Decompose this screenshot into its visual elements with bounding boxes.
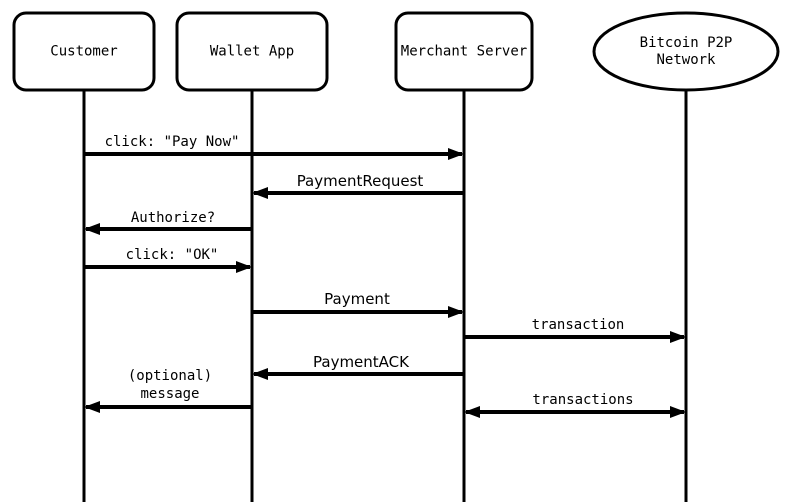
participant-label-customer: Customer xyxy=(50,44,117,60)
message-label: transactions xyxy=(532,392,633,408)
message-label: Payment xyxy=(324,290,390,308)
messages-layer: click: "Pay Now" PaymentRequestAuthorize?… xyxy=(84,134,686,418)
participant-label-bitcoin-p2p-network: Network xyxy=(656,52,716,68)
participant-box-customer xyxy=(12,11,156,92)
message-label: message xyxy=(140,386,199,402)
participant-label-merchant-server: Merchant Server xyxy=(401,44,527,60)
arrow-head-right-icon xyxy=(670,406,686,418)
message-msg-transactions[interactable]: transactions xyxy=(464,392,686,418)
message-msg-transaction[interactable]: transaction xyxy=(464,317,686,343)
arrow-head-right-icon xyxy=(448,148,464,160)
participant-wallet-app[interactable]: Wallet App xyxy=(175,11,329,92)
message-label: PaymentACK xyxy=(313,353,410,371)
arrow-head-right-icon xyxy=(670,331,686,343)
participant-box-merchant-server xyxy=(394,11,534,92)
participant-customer[interactable]: Customer xyxy=(12,11,156,92)
message-msg-authorize[interactable]: Authorize? xyxy=(84,210,252,235)
arrow-head-left-icon xyxy=(252,187,268,199)
arrow-head-left-icon xyxy=(84,401,100,413)
participant-ellipse-bitcoin-p2p-network xyxy=(592,11,780,92)
arrow-head-left-icon xyxy=(252,368,268,380)
lifelines-layer xyxy=(82,90,688,502)
message-msg-payment[interactable]: Payment xyxy=(252,290,464,318)
message-label: PaymentRequest xyxy=(297,172,424,190)
arrow-head-left-icon xyxy=(464,406,480,418)
message-label: Authorize? xyxy=(131,210,215,226)
message-label: click: "Pay Now" xyxy=(105,134,240,150)
participant-box-wallet-app xyxy=(175,11,329,92)
participant-merchant-server[interactable]: Merchant Server xyxy=(394,11,534,92)
message-label: transaction xyxy=(532,317,625,333)
message-msg-payment-ack[interactable]: PaymentACK xyxy=(252,353,464,380)
message-label: (optional) xyxy=(128,368,212,384)
message-msg-optional-message[interactable]: (optional) message xyxy=(84,368,252,413)
message-msg-click-pay-now[interactable]: click: "Pay Now" xyxy=(84,134,464,160)
arrow-head-right-icon xyxy=(448,306,464,318)
message-label: click: "OK" xyxy=(126,247,219,263)
participant-label-bitcoin-p2p-network: Bitcoin P2P xyxy=(640,35,733,51)
message-msg-click-ok[interactable]: click: "OK" xyxy=(84,247,252,273)
arrow-head-left-icon xyxy=(84,223,100,235)
message-msg-payment-request[interactable]: PaymentRequest xyxy=(252,172,464,199)
arrow-head-right-icon xyxy=(236,261,252,273)
participants-layer: Customer Wallet App Merchant Server Bitcoin… xyxy=(12,11,780,92)
participant-label-wallet-app: Wallet App xyxy=(210,44,294,60)
